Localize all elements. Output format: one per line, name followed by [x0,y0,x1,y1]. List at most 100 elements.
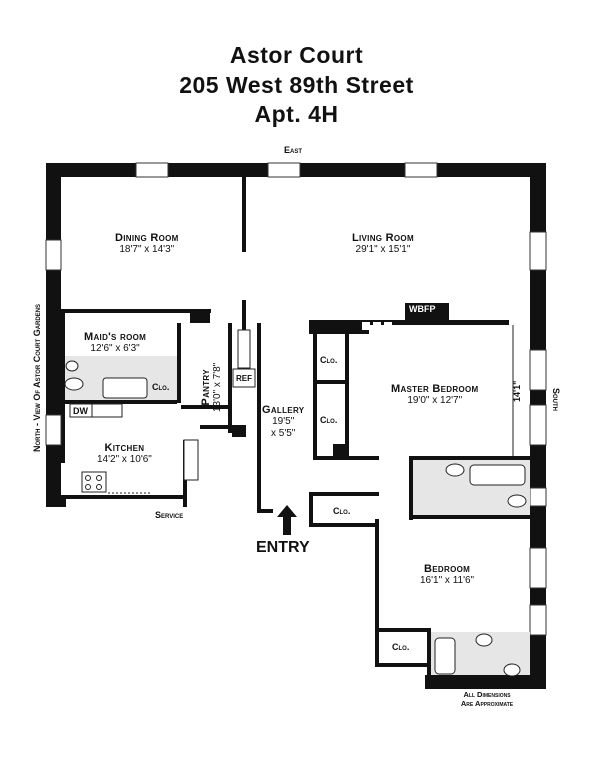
wall-entry-closet-top [309,492,379,496]
room-pantry-name: Pantry [200,369,212,406]
bathtub-maids [102,377,148,399]
exterior-wall-left-bottom [46,495,66,507]
sink-maids [65,360,79,372]
dimensions-note: All Dimensions Are Approximate [432,690,542,708]
window-master-1 [529,349,547,391]
wbfp-flue-1 [362,322,370,330]
compass-south: South [551,388,561,412]
partition-dining-living [242,177,246,252]
room-gallery: Gallery 19'5" x 5'5" [262,404,304,440]
room-master-size: 19'0" x 12'7" [407,395,463,406]
wall-dining-bottom [61,309,211,313]
wall-bedroom-left-low [375,655,379,667]
room-maids-size: 12'6" x 6'3" [90,343,140,354]
wall-bath-bottom [409,515,533,519]
window-bedroom-1 [529,547,547,589]
wall-kitchen-top-right [200,425,245,429]
room-living-name: Living Room [352,232,414,244]
compass-east: East [284,145,303,155]
entry-arrow-icon [277,505,297,535]
room-master: Master Bedroom 19'0" x 12'7" [391,383,478,407]
wall-bedroom-left [375,519,379,659]
bathtub-master [469,464,526,486]
bathtub-bedroom [434,637,456,675]
window-dining-west [45,239,62,271]
clo-entry: Clo. [333,506,351,516]
wbfp-flue-2 [373,322,381,330]
title-line-1: Astor Court [229,42,364,68]
wall-dining-bottom-block [190,309,210,323]
clo-maids: Clo. [152,382,170,392]
room-dining-size: 18'7" x 14'3" [119,244,175,255]
entry-label: ENTRY [256,539,310,556]
wall-pantry-top [242,300,246,330]
room-living-size: 29'1" x 15'1" [355,244,411,255]
room-pantry: Pantry 13'0" x 7'8" [200,363,224,412]
room-living: Living Room 29'1" x 15'1" [352,232,414,256]
wall-bath-top [409,456,533,460]
wall-closet-bottom [317,456,379,460]
sink-bedroom [475,633,493,647]
title-line-2: 205 West 89th Street [179,72,414,98]
burner-4 [96,484,102,490]
window-bedroom-2 [529,604,547,636]
window-living-2 [404,162,438,178]
ref-label: REF [236,374,252,383]
room-pantry-size: 13'0" x 7'8" [212,362,223,412]
wall-maids-left [61,313,65,463]
room-gallery-name: Gallery [262,404,305,416]
wall-closet-divider [313,380,349,384]
toilet-bedroom [503,663,521,677]
wall-master-left [345,325,349,455]
clo-master-2: Clo. [320,415,338,425]
kitchen-counter [183,439,199,481]
wall-pantry-right [228,323,232,433]
room-maids-name: Maid's room [84,331,147,343]
room-master-name: Master Bedroom [391,383,479,395]
burner-1 [85,475,91,481]
clo-bedroom: Clo. [392,642,410,652]
note-line-2: Are Approximate [460,699,514,708]
pantry-shelf [237,329,251,369]
wall-gallery-left [257,323,261,513]
clo-master-1: Clo. [320,355,338,365]
wbfp-label: WBFP [409,304,436,314]
window-living-south [529,231,547,271]
exterior-wall-left [46,163,61,507]
room-gallery-size-2: x 5'5" [270,428,296,439]
wall-pantry-bottom [181,405,231,409]
window-dining [135,162,169,178]
wall-maids-right [177,323,181,403]
room-dining-name: Dining Room [115,232,179,244]
sink-master [445,463,465,477]
wall-bedroom-closet-top [375,628,431,632]
room-bedroom: Bedroom 16'1" x 11'6" [420,563,474,587]
service-label: Service [155,510,184,520]
wall-entry-closet-left [309,492,313,527]
window-bath [529,487,547,507]
note-box [428,689,546,707]
fireplace-block [405,303,449,325]
wall-kitchen-bottom [66,495,186,499]
wall-gallery-bottom-left [261,509,273,513]
burner-2 [96,475,102,481]
room-kitchen-size: 14'2" x 10'6" [97,454,152,465]
wall-bedroom-bath-left [427,628,431,688]
toilet-maids [64,377,84,391]
wall-block-gallery [232,425,246,437]
refrigerator [232,368,256,388]
window-master-2 [529,404,547,446]
room-kitchen: Kitchen 14'2" x 10'6" [97,442,152,466]
room-dining: Dining Room 18'7" x 14'3" [115,232,179,256]
burner-3 [85,484,91,490]
exterior-wall-right-lower [530,509,546,689]
title-line-3: Apt. 4H [254,101,339,127]
wall-bedroom-closet-bottom [379,663,429,667]
dimension-14-label: 14'1" [512,380,522,402]
note-line-1: All Dimensions [463,690,511,699]
window-kitchen [45,414,62,446]
room-bedroom-size: 16'1" x 11'6" [420,575,475,586]
wbfp-flue-3 [384,322,392,330]
room-gallery-size-1: 19'5" [272,416,295,427]
